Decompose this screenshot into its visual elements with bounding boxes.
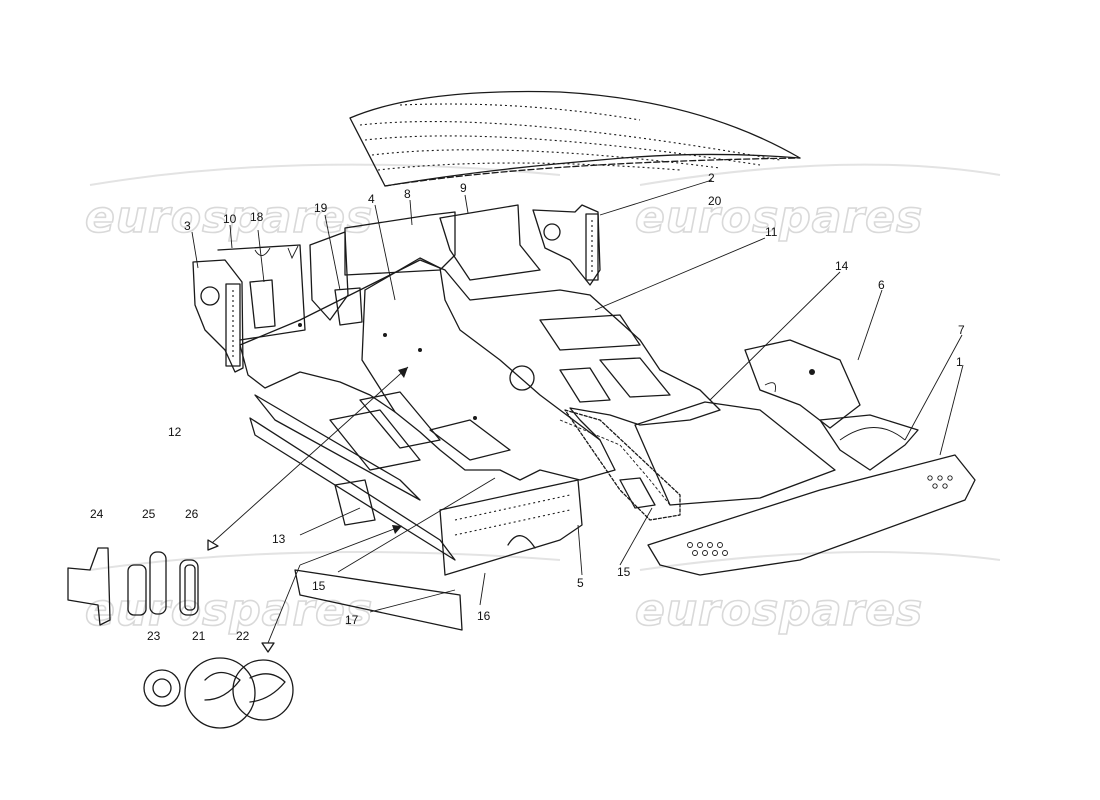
callout-9: 9 — [460, 181, 467, 195]
vent-holes-front — [687, 542, 728, 556]
callout-25: 25 — [142, 507, 156, 521]
rear-arch-panels — [744, 339, 919, 471]
callout-12: 12 — [168, 425, 182, 439]
trim-panel-part-16 — [439, 479, 583, 576]
side-panel-part-2 — [532, 204, 601, 286]
callout-10: 10 — [223, 212, 237, 226]
side-panel-part-3 — [192, 259, 244, 373]
vent-holes-rear — [927, 475, 953, 489]
callout-24: 24 — [90, 507, 104, 521]
rear-shelf-part-1 — [647, 454, 976, 576]
leader-lines — [191, 179, 964, 613]
callout-3: 3 — [184, 219, 191, 233]
callout-11: 11 — [765, 225, 778, 239]
callout-15-left: 15 — [312, 579, 326, 593]
callout-7: 7 — [958, 323, 965, 337]
watermark-left-bottom: eurospares — [85, 585, 373, 636]
firewall-panels — [217, 204, 541, 341]
watermark-group: eurospares eurospares eurospares eurospa… — [84, 163, 1001, 637]
callout-23: 23 — [147, 629, 161, 643]
watermark-right-bottom: eurospares — [635, 585, 923, 636]
callout-8: 8 — [404, 187, 411, 201]
grommets — [67, 547, 294, 729]
rear-floor-mat-part-14 — [634, 401, 836, 506]
callout-4: 4 — [368, 192, 375, 206]
watermark-left-top: eurospares — [85, 192, 373, 243]
roof-panel — [349, 90, 801, 187]
callout-21: 21 — [192, 629, 206, 643]
callout-16: 16 — [477, 609, 491, 623]
sill-strips-left — [249, 394, 463, 631]
callout-5: 5 — [577, 576, 584, 590]
callout-2: 2 — [708, 171, 715, 185]
tunnel-strip-part-15 — [564, 409, 681, 521]
floor-pan — [239, 257, 721, 506]
callout-17: 17 — [345, 613, 359, 627]
callout-1: 1 — [956, 355, 963, 369]
callout-15-right: 15 — [617, 565, 631, 579]
callout-18: 18 — [250, 210, 264, 224]
callout-20: 20 — [708, 194, 722, 208]
callout-14: 14 — [835, 259, 849, 273]
callout-6: 6 — [878, 278, 885, 292]
arrows — [207, 366, 409, 653]
watermark-right-top: eurospares — [635, 192, 923, 243]
callout-labels: 1 2 3 4 5 6 7 8 9 10 11 12 13 14 15 15 1… — [90, 171, 965, 643]
callout-19: 19 — [314, 201, 328, 215]
callout-26: 26 — [185, 507, 199, 521]
callout-22: 22 — [236, 629, 250, 643]
callout-13: 13 — [272, 532, 286, 546]
